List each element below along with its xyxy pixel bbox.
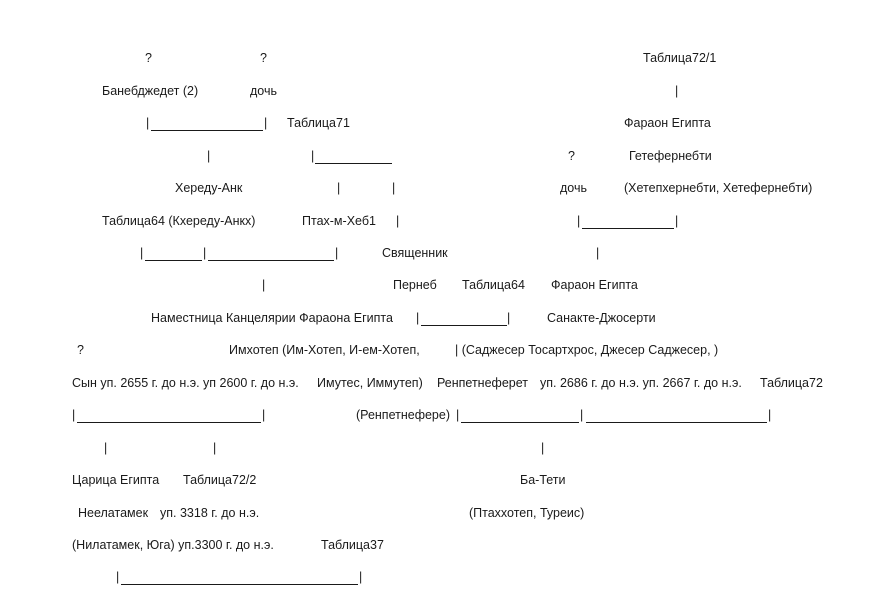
person-aliases: (Нилатамек, Юга) уп.3300 г. до н.э. bbox=[72, 538, 274, 552]
tree-branch-line bbox=[121, 584, 358, 585]
tree-connector: | bbox=[146, 116, 150, 130]
person-dates: Сын уп. 2655 г. до н.э. уп 2600 г. до н.… bbox=[72, 376, 299, 390]
person-name: Хереду-Анк bbox=[175, 181, 243, 195]
tree-connector: | bbox=[262, 408, 266, 422]
person-dates: уп. 3318 г. до н.э. bbox=[160, 506, 260, 520]
unknown-mark: ? bbox=[568, 149, 575, 163]
tree-branch-line bbox=[586, 422, 767, 423]
tree-branch-line bbox=[421, 325, 507, 326]
tree-connector: | bbox=[262, 278, 266, 292]
tree-connector: | bbox=[675, 214, 679, 228]
person-aliases: | (Саджесер Тосартхрос, Джесер Саджесер,… bbox=[455, 343, 719, 357]
tree-branch-line bbox=[208, 260, 334, 261]
person-dates: уп. 2686 г. до н.э. уп. 2667 г. до н.э. bbox=[540, 376, 742, 390]
table-ref: Таблица72/1 bbox=[643, 51, 717, 65]
relation-label: дочь bbox=[250, 84, 277, 98]
tree-connector: | bbox=[207, 149, 211, 163]
table-ref: Таблица64 (Кхереду-Анкх) bbox=[102, 214, 256, 228]
tree-connector: | bbox=[541, 441, 545, 455]
tree-connector: | bbox=[264, 116, 268, 130]
tree-connector: | bbox=[213, 441, 217, 455]
tree-connector: | bbox=[337, 181, 341, 195]
tree-connector: | bbox=[507, 311, 511, 325]
title-label: Фараон Египта bbox=[551, 278, 638, 292]
title-label: Фараон Египта bbox=[624, 116, 711, 130]
tree-connector: | bbox=[596, 246, 600, 260]
relation-label: дочь bbox=[560, 181, 587, 195]
tree-connector: | bbox=[768, 408, 772, 422]
tree-connector: | bbox=[335, 246, 339, 260]
table-ref: Таблица64 bbox=[462, 278, 525, 292]
tree-branch-line bbox=[151, 130, 263, 131]
tree-connector: | bbox=[456, 408, 460, 422]
tree-connector: | bbox=[416, 311, 420, 325]
person-name: Банебджедет (2) bbox=[102, 84, 199, 98]
tree-connector: | bbox=[311, 149, 315, 163]
person-aliases: (Птаххотеп, Туреис) bbox=[469, 506, 585, 520]
unknown-mark: ? bbox=[77, 343, 84, 357]
person-aliases: Имутес, Иммутеп) bbox=[317, 376, 423, 390]
title-label: Священник bbox=[382, 246, 448, 260]
tree-connector: | bbox=[396, 214, 400, 228]
person-name: Имхотеп (Им-Хотеп, И-ем-Хотеп, bbox=[229, 343, 420, 357]
tree-branch-line bbox=[582, 228, 674, 229]
tree-connector: | bbox=[72, 408, 76, 422]
tree-connector: | bbox=[359, 570, 363, 584]
person-name: Ренпетнеферет bbox=[437, 376, 528, 390]
tree-connector: | bbox=[577, 214, 581, 228]
tree-branch-line bbox=[77, 422, 261, 423]
title-label: Наместница Канцелярии Фараона Египта bbox=[151, 311, 393, 325]
person-name: Птах-м-Хеб1 bbox=[302, 214, 376, 228]
person-name: Гетефернебти bbox=[629, 149, 712, 163]
tree-branch-line bbox=[145, 260, 202, 261]
title-label: Царица Египта bbox=[72, 473, 160, 487]
table-ref: Таблица72/2 bbox=[183, 473, 257, 487]
person-aliases: (Хетепхернебти, Хетефернебти) bbox=[624, 181, 813, 195]
tree-connector: | bbox=[104, 441, 108, 455]
unknown-mark: ? bbox=[260, 51, 267, 65]
person-name: Пернеб bbox=[393, 278, 437, 292]
person-aliases: (Ренпетнефере) bbox=[356, 408, 450, 422]
tree-connector: | bbox=[116, 570, 120, 584]
tree-branch-line bbox=[315, 163, 392, 164]
person-name: Ба-Тети bbox=[520, 473, 566, 487]
person-name: Неелатамек bbox=[78, 506, 149, 520]
person-name: Санакте-Джосерти bbox=[547, 311, 656, 325]
table-ref: Таблица72 bbox=[760, 376, 823, 390]
tree-connector: | bbox=[392, 181, 396, 195]
tree-connector: | bbox=[140, 246, 144, 260]
tree-branch-line bbox=[461, 422, 579, 423]
tree-connector: | bbox=[675, 84, 679, 98]
tree-connector: | bbox=[580, 408, 584, 422]
table-ref: Таблица71 bbox=[287, 116, 350, 130]
table-ref: Таблица37 bbox=[321, 538, 384, 552]
unknown-mark: ? bbox=[145, 51, 152, 65]
tree-connector: | bbox=[203, 246, 207, 260]
